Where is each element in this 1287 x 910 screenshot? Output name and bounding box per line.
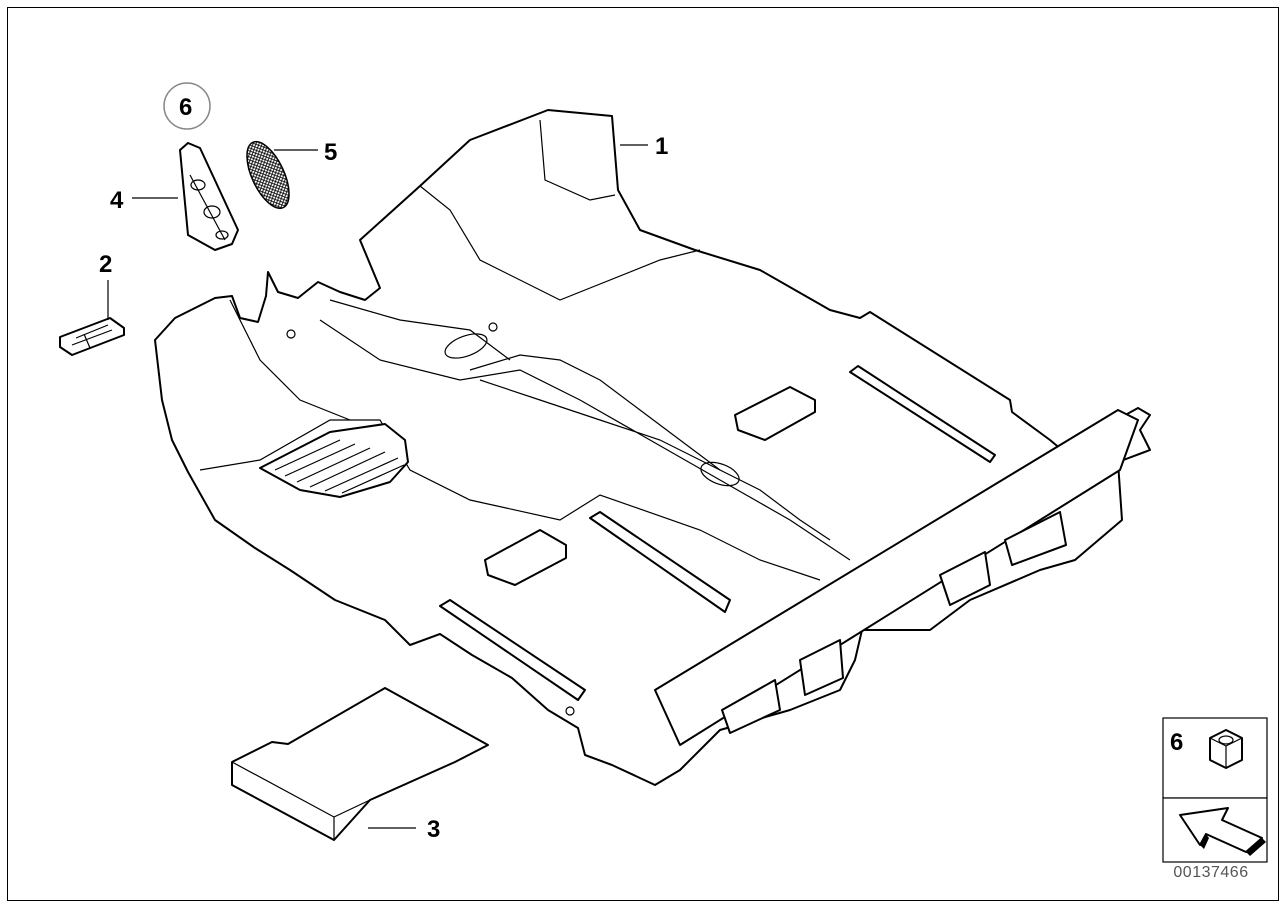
callout-1[interactable]: 1 bbox=[655, 133, 668, 160]
callout-4[interactable]: 4 bbox=[110, 187, 124, 214]
callout-6[interactable]: 6 bbox=[179, 94, 192, 121]
heel-pad bbox=[259, 423, 409, 498]
document-id: 00137466 bbox=[1173, 864, 1249, 881]
callout-5[interactable]: 5 bbox=[324, 139, 337, 166]
callout-2[interactable]: 2 bbox=[99, 251, 112, 278]
mesh-pad[interactable] bbox=[238, 136, 297, 215]
heel-plate[interactable] bbox=[179, 142, 239, 251]
insulation-pad[interactable] bbox=[231, 687, 489, 841]
callout-3[interactable]: 3 bbox=[427, 816, 440, 843]
hex-nut-icon bbox=[1209, 729, 1243, 769]
callout-6-circle bbox=[163, 82, 211, 130]
diagram-frame bbox=[7, 7, 1279, 901]
legend-box: 6 bbox=[1162, 717, 1268, 863]
legend-callout-6: 6 bbox=[1170, 729, 1183, 756]
direction-arrow-icon bbox=[1179, 807, 1266, 856]
floor-carpet[interactable] bbox=[154, 109, 1151, 786]
carpet-clip[interactable] bbox=[59, 317, 125, 356]
